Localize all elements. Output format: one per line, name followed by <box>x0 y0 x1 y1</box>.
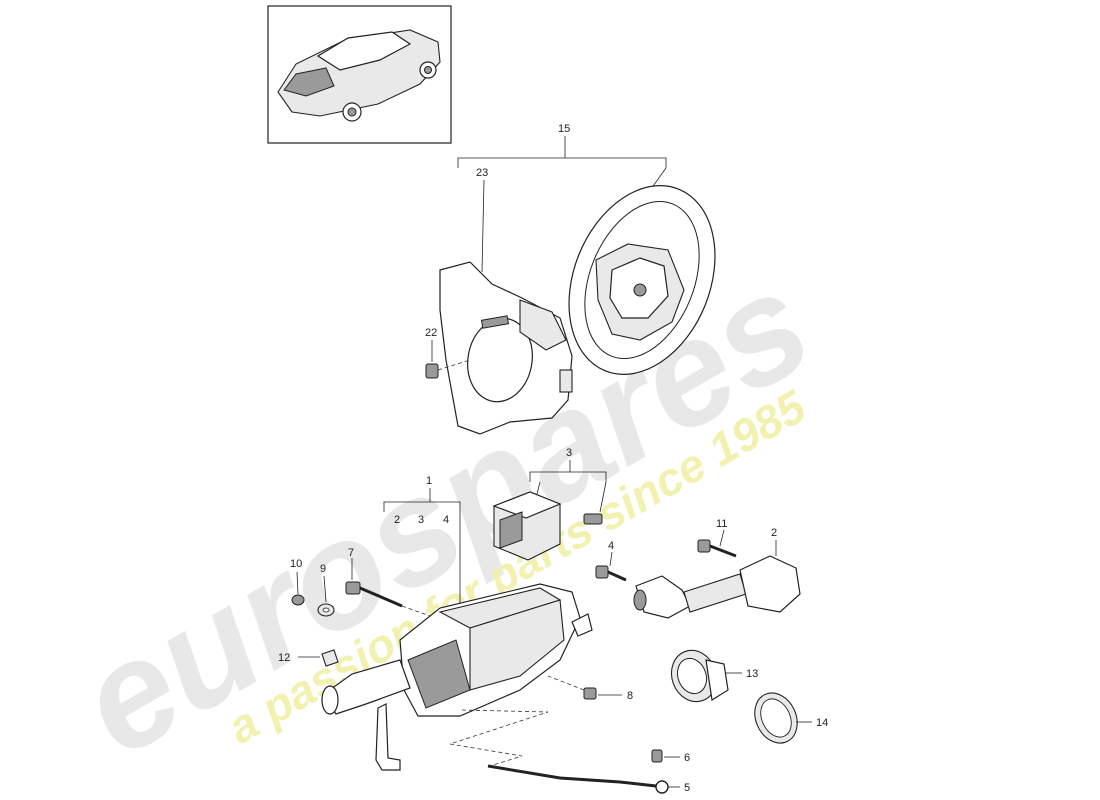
nut-10-icon <box>291 594 305 606</box>
callout-6: 6 <box>684 752 690 764</box>
bracket-3 <box>529 471 607 482</box>
callout-11: 11 <box>716 518 727 530</box>
callout-15: 15 <box>558 123 570 135</box>
seal-14-icon <box>754 692 798 744</box>
clip-12-icon <box>321 649 339 667</box>
callout-2: 2 <box>771 527 777 539</box>
column-shroud-icon <box>439 261 573 435</box>
callout-10: 10 <box>290 558 302 570</box>
bracket-1 <box>383 501 461 512</box>
callout-1-sub-3: 3 <box>418 514 424 526</box>
nut-8-icon <box>547 675 597 700</box>
cable-5-icon <box>449 709 669 794</box>
callout-3-top: 3 <box>566 447 572 459</box>
callout-23: 23 <box>476 167 488 179</box>
clip-6-icon <box>651 749 663 763</box>
callout-8: 8 <box>627 690 633 702</box>
callout-9: 9 <box>320 563 326 575</box>
callout-4: 4 <box>608 540 614 552</box>
callout-1: 1 <box>426 475 432 487</box>
intermediate-shaft-icon <box>633 555 801 619</box>
callout-14: 14 <box>816 717 828 729</box>
callout-22: 22 <box>425 327 437 339</box>
steering-column-icon <box>321 583 593 771</box>
steering-wheel-icon <box>568 185 716 375</box>
control-unit-icon <box>492 491 603 561</box>
callout-5: 5 <box>684 782 690 794</box>
washer-9-icon <box>317 603 335 617</box>
car-thumbnail-icon <box>267 5 452 144</box>
callout-1-sub-2: 2 <box>394 514 400 526</box>
callout-7: 7 <box>348 547 354 559</box>
bracket-15 <box>457 157 667 168</box>
cover-13-icon <box>670 649 729 703</box>
bolt-4-icon <box>595 565 627 582</box>
callout-13: 13 <box>746 668 758 680</box>
callout-12: 12 <box>278 652 290 664</box>
callout-1-sub-4: 4 <box>443 514 449 526</box>
bolt-7-icon <box>345 581 431 617</box>
screw-22-icon <box>425 359 471 379</box>
bolt-11-icon <box>697 539 737 558</box>
